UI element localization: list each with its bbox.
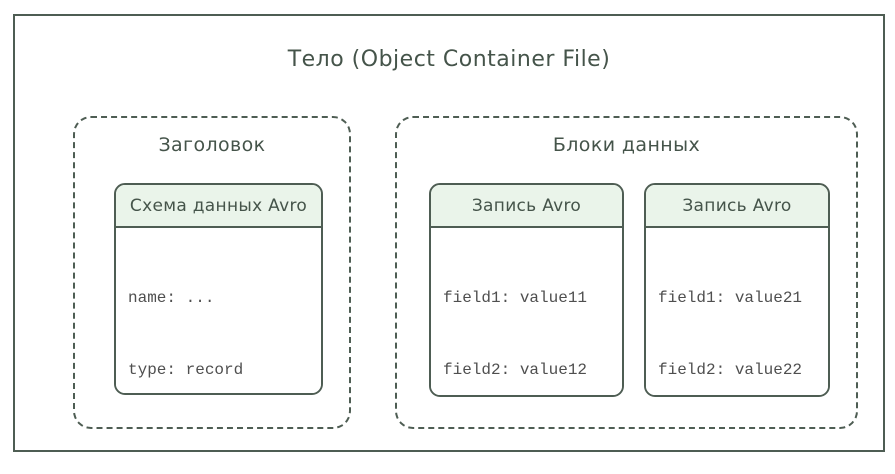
avro-record-card-2-title: Запись Avro — [646, 185, 828, 228]
record-line: field1: value21 — [658, 289, 803, 307]
header-section-box: Заголовок Схема данных Avro name: ... ty… — [73, 116, 351, 429]
avro-record-card-2-body: field1: value21 field2: value22 ... [sys… — [646, 228, 828, 395]
schema-line: name: ... — [128, 289, 215, 307]
header-section-label: Заголовок — [158, 134, 266, 156]
avro-schema-card: Схема данных Avro name: ... type: record… — [114, 183, 323, 395]
object-container-file-box: Тело (Object Container File) Заголовок С… — [13, 14, 885, 452]
data-blocks-section-box: Блоки данных Запись Avro field1: value11… — [395, 116, 858, 429]
avro-record-card-1-title: Запись Avro — [431, 185, 622, 228]
data-blocks-section-label: Блоки данных — [552, 134, 701, 156]
avro-record-card-2: Запись Avro field1: value21 field2: valu… — [644, 183, 830, 397]
avro-record-card-1: Запись Avro field1: value11 field2: valu… — [429, 183, 624, 397]
diagram-title: Тело (Object Container File) — [287, 47, 611, 72]
schema-line: type: record — [128, 361, 244, 379]
record-line: field1: value11 — [443, 289, 588, 307]
avro-record-card-1-body: field1: value11 field2: value12 ... [sys… — [431, 228, 622, 395]
avro-schema-card-title: Схема данных Avro — [116, 185, 321, 228]
record-line: field2: value22 — [658, 361, 803, 379]
record-line: field2: value12 — [443, 361, 588, 379]
avro-schema-card-body: name: ... type: record field1: datatype1… — [116, 228, 321, 393]
